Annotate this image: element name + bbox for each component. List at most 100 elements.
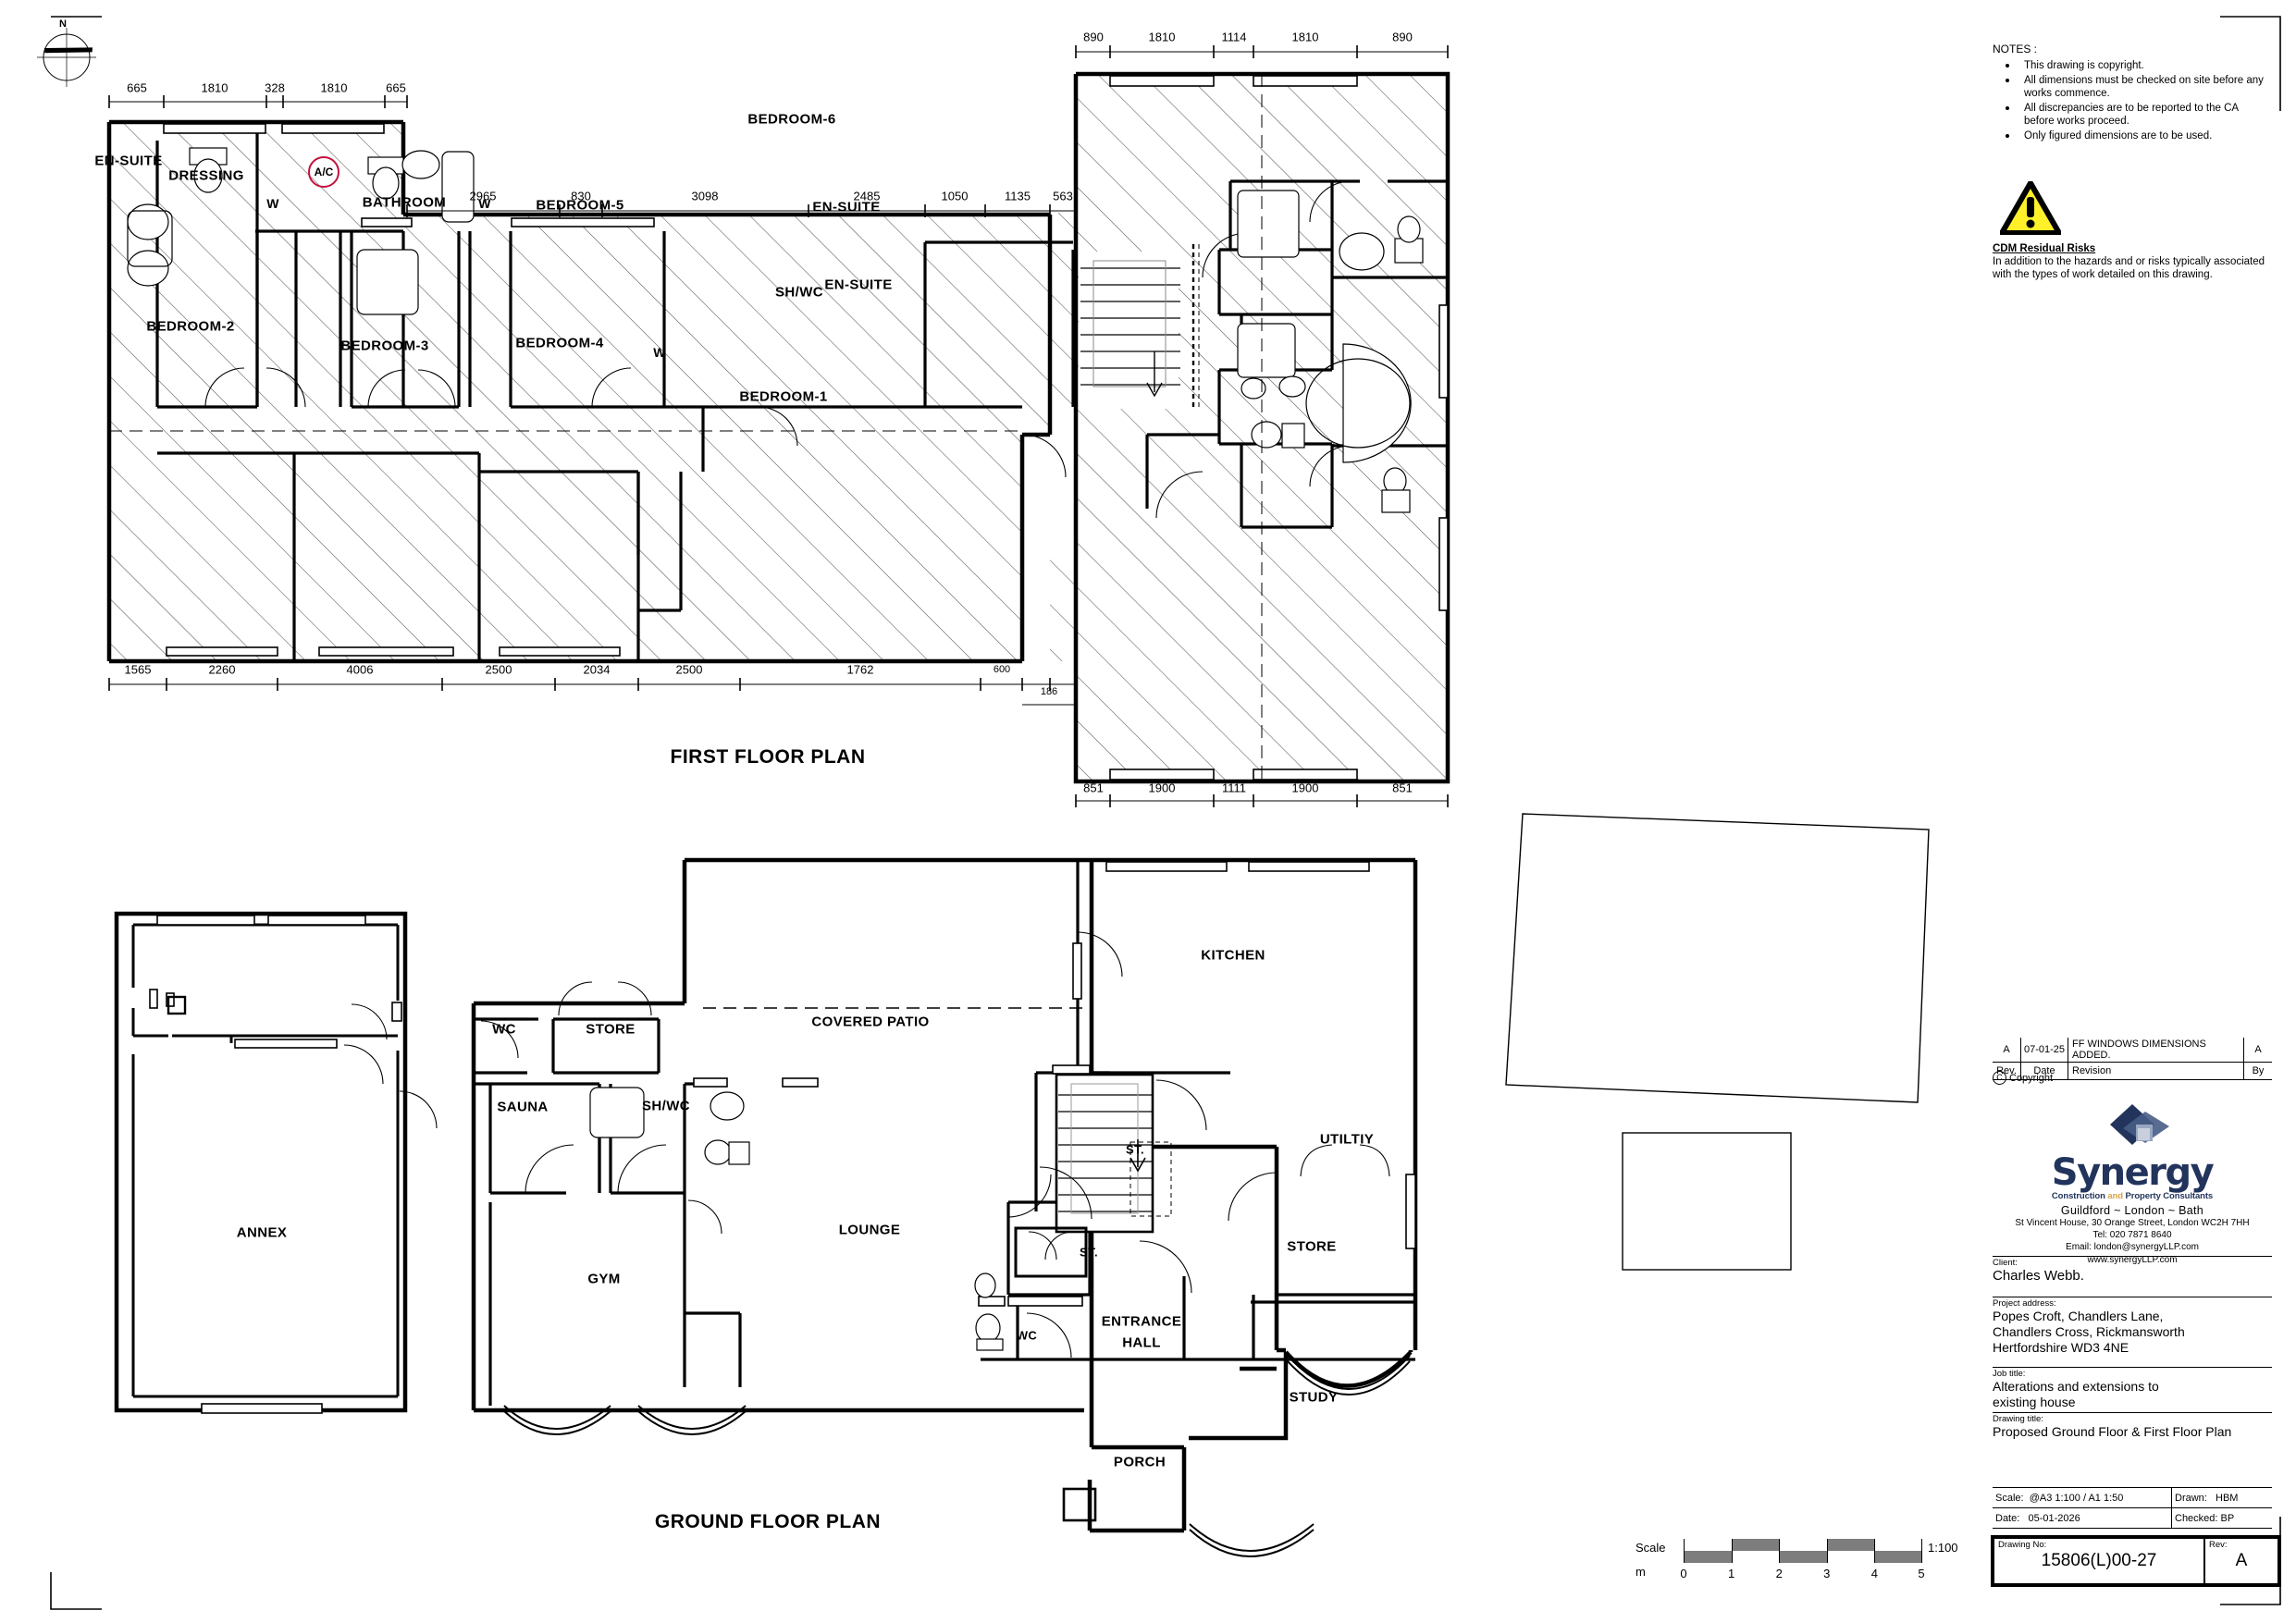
room-label-wc-gf-2: WC (1016, 1328, 1038, 1343)
drawing-number-value: 15806(L)00-27 (2041, 1551, 2157, 1570)
project-address-field: Project address: Popes Croft, Chandlers … (1993, 1297, 2272, 1356)
company-name: Synergy (2051, 1151, 2215, 1194)
checked-value: BP (2220, 1512, 2235, 1524)
company-tagline-1: Construction (2051, 1191, 2108, 1201)
room-label-wc-gf-1: WC (492, 1021, 516, 1038)
warning-triangle-icon (1999, 180, 2062, 236)
scale-row: Scale: @A3 1:100 / A1 1:50 Drawn: HBM (1993, 1487, 2272, 1508)
project-address-line-1: Popes Croft, Chandlers Lane, (1993, 1309, 2164, 1323)
scale-tick-4: 4 (1870, 1567, 1879, 1580)
notes-item-2: All dimensions must be checked on site b… (2018, 73, 2270, 100)
drawing-title-value: Proposed Ground Floor & First Floor Plan (1993, 1424, 2232, 1439)
drawing-number-box: Drawing No: 15806(L)00-27 Rev: A (1991, 1535, 2281, 1587)
drawing-title-field: Drawing title: Proposed Ground Floor & F… (1993, 1412, 2272, 1440)
dim-b-5: 2034 (583, 662, 611, 677)
dim-m-3: 3098 (691, 189, 719, 203)
cdm-residual-risks-block: CDM Residual Risks In addition to the ha… (1993, 242, 2270, 281)
dim-b-4: 2500 (485, 662, 512, 677)
drawing-number-cell: Drawing No: 15806(L)00-27 (1994, 1539, 2205, 1583)
dim-m-4: 2485 (853, 189, 881, 203)
dim-b-7: 1762 (846, 662, 874, 677)
checked-label: Checked: (2175, 1512, 2218, 1524)
project-address-label: Project address: (1993, 1298, 2056, 1309)
scale-tick-3: 3 (1823, 1567, 1831, 1580)
notes-heading: NOTES : (1993, 43, 2038, 55)
company-offices: Guildford ~ London ~ Bath (2060, 1204, 2204, 1217)
drawing-number-label: Drawing No: (1998, 1540, 2047, 1550)
notes-block: NOTES : This drawing is copyright. All d… (1993, 43, 2270, 143)
scale-bar-unit: m (1636, 1565, 1646, 1579)
dim-rb-4: 1900 (1291, 781, 1319, 795)
room-label-utility: UTILTIY (1319, 1131, 1375, 1148)
scale-tick-1: 1 (1727, 1567, 1735, 1580)
dim-rb-2: 1900 (1148, 781, 1176, 795)
cdm-title: CDM Residual Risks (1993, 243, 2096, 254)
room-label-lounge: LOUNGE (838, 1222, 901, 1238)
scale-bar-label: Scale (1636, 1541, 1666, 1555)
job-title-field: Job title: Alterations and extensions to… (1993, 1367, 2272, 1410)
dim-b-1: 1565 (124, 662, 152, 677)
dim-tr-5: 890 (1392, 30, 1413, 44)
drawn-label: Drawn: (2175, 1492, 2207, 1504)
date-row: Date: 05-01-2026 Checked: BP (1993, 1507, 2272, 1529)
room-label-bedroom-4: BEDROOM-4 (515, 335, 604, 351)
drawn-value: HBM (2216, 1492, 2239, 1504)
room-label-study: STUDY (1289, 1389, 1339, 1406)
copyright-notice: C Copyright (1993, 1071, 2053, 1085)
ac-marker-label: A/C (314, 166, 334, 178)
date-cell: Date: 05-01-2026 (1993, 1507, 2172, 1529)
scale-tick-2: 2 (1775, 1567, 1783, 1580)
project-address-line-2: Chandlers Cross, Rickmansworth (1993, 1324, 2185, 1339)
revision-header-by: By (2243, 1062, 2272, 1080)
dim-tl-4: 1810 (320, 80, 348, 95)
dim-tl-3: 328 (265, 80, 285, 95)
company-web: www.synergyLLP.com (2087, 1254, 2178, 1265)
revision-cell: Rev: A (2205, 1539, 2277, 1583)
company-tagline-and: and (2107, 1191, 2123, 1201)
job-title-line-1: Alterations and extensions to (1993, 1379, 2159, 1394)
company-address: St Vincent House, 30 Orange Street, Lond… (2015, 1218, 2250, 1228)
dim-b-2: 2260 (208, 662, 236, 677)
date-label: Date: (1995, 1512, 2020, 1524)
revision-table: A 07-01-25 FF WINDOWS DIMENSIONS ADDED. … (1993, 1038, 2272, 1080)
room-label-bathroom: BATHROOM (362, 194, 447, 211)
dim-b-6: 2500 (675, 662, 703, 677)
dim-tr-3: 1114 (1221, 30, 1247, 44)
scale-tick-5: 5 (1918, 1567, 1925, 1580)
dim-rb-1: 851 (1083, 781, 1104, 795)
room-label-porch: PORCH (1113, 1454, 1167, 1470)
revision-rev: A (1993, 1038, 2021, 1063)
company-tagline-2: Property Consultants (2122, 1191, 2214, 1201)
copyright-icon: C (1993, 1071, 2006, 1085)
project-address-line-3: Hertfordshire WD3 4NE (1993, 1340, 2129, 1355)
room-label-wardrobe-2: W (478, 196, 491, 211)
scale-cell: Scale: @A3 1:100 / A1 1:50 (1993, 1487, 2172, 1508)
room-label-store-stair-1: ST. (1126, 1142, 1144, 1157)
revision-label: Rev: (2209, 1540, 2228, 1550)
dim-b-3: 4006 (346, 662, 374, 677)
ground-floor-plan-title: GROUND FLOOR PLAN (654, 1511, 882, 1532)
room-label-sh-wc-gf: SH/WC (642, 1098, 690, 1114)
drawn-cell: Drawn: HBM (2171, 1487, 2272, 1508)
notes-item-1: This drawing is copyright. (2018, 58, 2270, 72)
dim-tr-2: 1810 (1148, 30, 1176, 44)
room-label-bedroom-3: BEDROOM-3 (340, 338, 429, 354)
drawing-title-label: Drawing title: (1993, 1414, 2043, 1424)
dim-m-2: 830 (571, 189, 591, 203)
dim-tl-5: 665 (386, 80, 406, 95)
cdm-body: In addition to the hazards and or risks … (1993, 256, 2265, 281)
scale-value: @A3 1:100 / A1 1:50 (2029, 1492, 2124, 1504)
room-label-bedroom-6: BEDROOM-6 (747, 111, 836, 128)
revision-by: A (2243, 1038, 2272, 1063)
room-label-gym: GYM (587, 1271, 621, 1287)
scale-label: Scale: (1995, 1492, 2024, 1504)
dim-tr-1: 890 (1083, 30, 1104, 44)
scale-tick-0: 0 (1680, 1567, 1687, 1580)
checked-cell: Checked: BP (2171, 1507, 2272, 1529)
room-label-store-gf-2: STORE (1287, 1238, 1337, 1255)
